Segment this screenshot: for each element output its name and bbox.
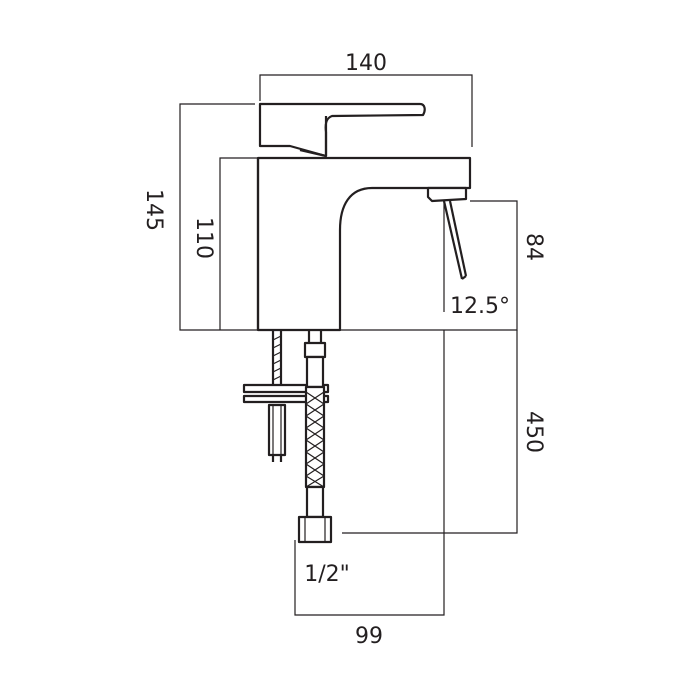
dimension-base-offset: 99: [355, 624, 383, 649]
dimension-total-width: 140: [345, 51, 387, 76]
dimension-labels: 140 145 110 84 12.5° 450 1/2" 99: [141, 51, 546, 649]
flexible-hose: [297, 330, 333, 544]
dimension-body-height: 110: [191, 217, 216, 259]
dimension-connector-size: 1/2": [304, 562, 350, 587]
dimension-total-height: 145: [141, 189, 166, 231]
fixing-rod: [242, 330, 330, 462]
tap-body: [256, 156, 472, 332]
dimension-spout-height: 84: [521, 233, 546, 261]
dimension-spout-angle: 12.5°: [450, 294, 510, 319]
spout-aerator: [426, 186, 468, 280]
dimension-lines: [179, 74, 518, 616]
dimension-hose-length: 450: [521, 411, 546, 453]
lever-handle: [258, 102, 426, 158]
